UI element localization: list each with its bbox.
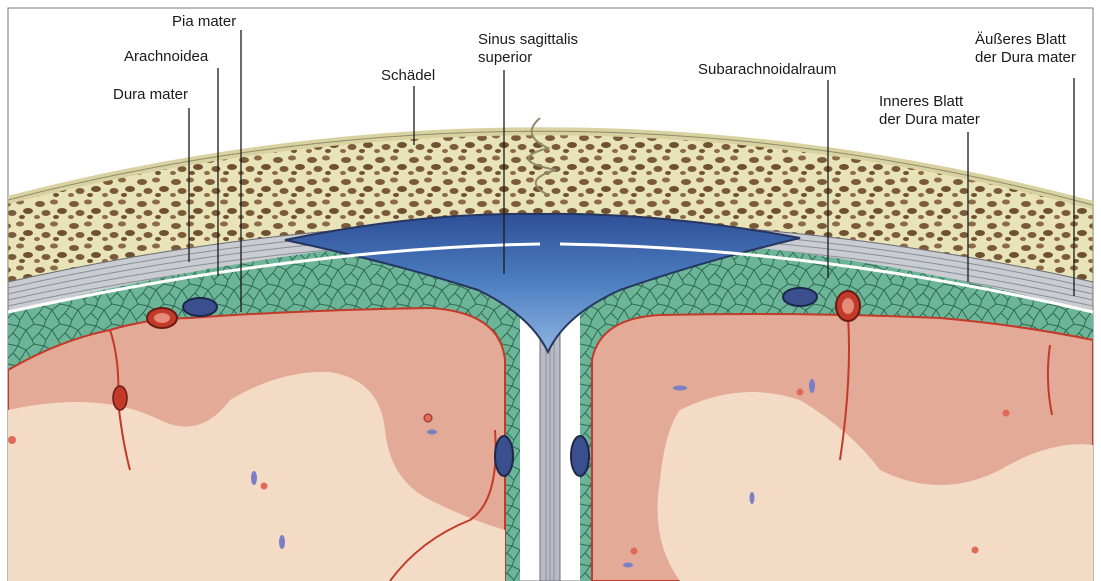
vein-right (783, 288, 817, 306)
label-inneres-line-2: der Dura mater (879, 111, 980, 129)
label-aeusseres-line-1: Äußeres Blatt (975, 31, 1076, 49)
label-aeusseres-blatt: Äußeres Blatt der Dura mater (975, 31, 1076, 67)
label-schaedel: Schädel (381, 67, 435, 85)
label-pia-mater: Pia mater (172, 13, 236, 31)
label-sinus-line-1: Sinus sagittalis (478, 31, 578, 49)
label-dura-mater: Dura mater (113, 86, 188, 104)
label-inneres-blatt: Inneres Blatt der Dura mater (879, 93, 980, 129)
falx-vein-left (495, 436, 513, 476)
label-inneres-line-1: Inneres Blatt (879, 93, 980, 111)
label-subarachnoidalraum: Subarachnoidalraum (698, 61, 836, 79)
label-sinus-sagittalis-superior: Sinus sagittalis superior (478, 31, 578, 67)
falx-vein-right (571, 436, 589, 476)
label-aeusseres-line-2: der Dura mater (975, 49, 1076, 67)
vein-left (183, 298, 217, 316)
label-arachnoidea: Arachnoidea (124, 48, 208, 66)
label-sinus-line-2: superior (478, 49, 578, 67)
